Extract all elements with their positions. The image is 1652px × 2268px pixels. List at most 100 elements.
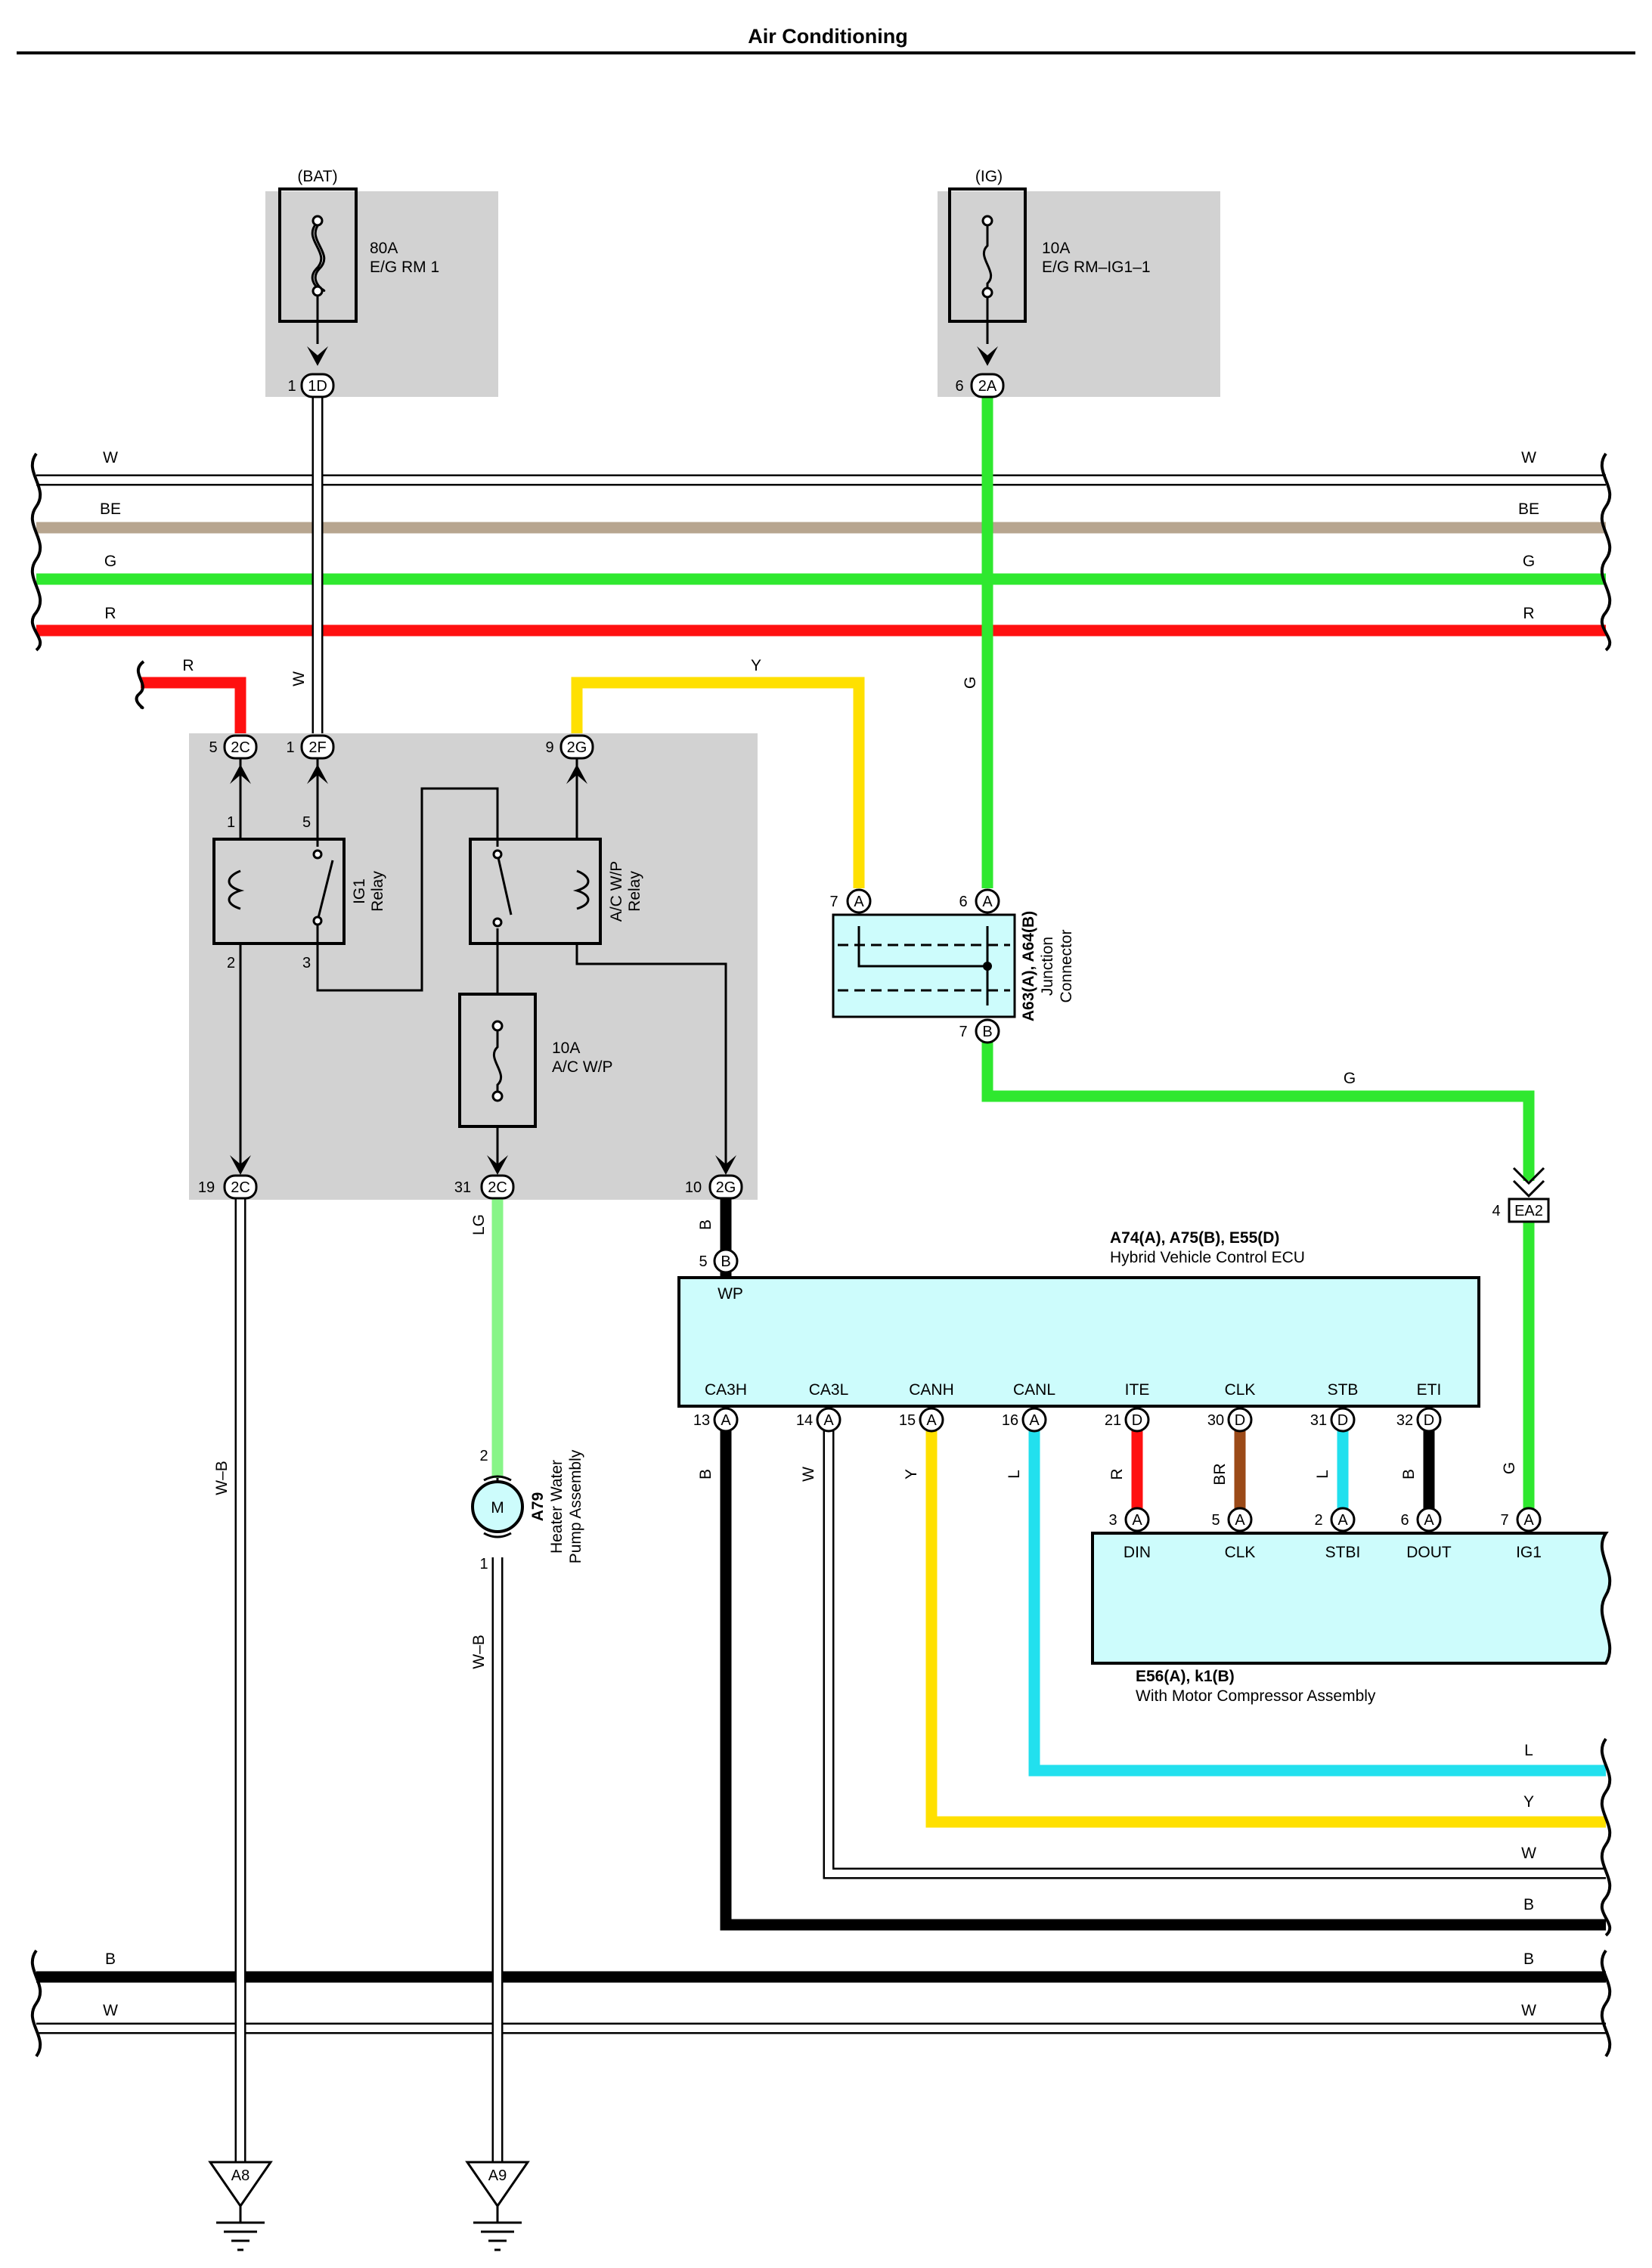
wire-label-right-w: W [1521,1845,1536,1862]
ecu-terminal-pin-eti: D [1416,1407,1442,1433]
bat-label: (BAT) [297,168,337,185]
ecu-id: A74(A), A75(B), E55(D) [1110,1229,1279,1247]
svg-text:A: A [1235,1512,1245,1529]
ecu-terminal-num-stb: 31 [1310,1412,1327,1429]
svg-text:2C: 2C [231,739,250,756]
ecu-terminal-label-ite: ITE [1125,1381,1150,1399]
wire-label-ecu-b: B [697,1469,714,1479]
ground-a9-label: A9 [488,2167,507,2184]
wire-label-b-wp: B [697,1219,714,1230]
compressor-terminal-num-clk: 5 [1211,1512,1220,1529]
compressor-terminal-label-din: DIN [1124,1544,1151,1561]
bus-label-be-left: BE [100,500,121,518]
acwp-relay-frame [469,838,602,945]
bus-break-right [1600,452,1612,652]
conn-2g-bottom-10-pin: 10 [685,1179,702,1196]
ground-a8-triangle [208,2161,273,2208]
right-bundle-break [1600,1737,1612,1937]
wire-label-wb-19: W–B [213,1461,231,1495]
wire-label-r-feed: R [182,657,194,674]
svg-text:A: A [926,1412,937,1429]
bat-fuse-box [265,191,498,397]
pump-pin-top: 2 [479,1448,488,1464]
acwp-fuse-element [492,1030,503,1093]
bus-label-g-right: G [1523,553,1535,570]
ecu-wp-label: WP [718,1285,743,1303]
compressor-terminal-pin-stbi: A [1330,1507,1356,1532]
ecu-terminal-pin-canl: A [1021,1407,1047,1433]
ecu-terminals: CA3HA13CA3LA14CANHA15CANLA16ITED21CLKD30… [693,1381,1442,1433]
svg-text:A: A [823,1412,834,1429]
ig-label: (IG) [975,168,1003,185]
ecu-terminal-label-ca3h: CA3H [705,1381,747,1399]
page-title: Air Conditioning [748,25,907,48]
bat-fuse-terminal-top [311,215,324,227]
wire-ecu-l [1028,1420,1606,1777]
wire-label-right-y: Y [1523,1793,1534,1811]
svg-text:2G: 2G [716,1179,736,1196]
svg-text:A: A [1337,1512,1348,1529]
pump-label-1: Heater Water [548,1460,566,1554]
ig1-relay-pin-2: 2 [227,955,235,971]
conn-2c-top: 2C [223,734,258,760]
junction-pin-a7-num: 7 [829,894,838,910]
compressor-terminal-label-dout: DOUT [1406,1544,1452,1561]
compressor-terminal-label-ig1: IG1 [1516,1544,1542,1561]
compressor-name: With Motor Compressor Assembly [1136,1687,1376,1705]
motor-compressor [1091,1532,1612,1665]
wire-y-feed [571,677,865,888]
ecu-terminal-pin-stb: D [1330,1407,1356,1433]
acwp-fuse-name: A/C W/P [552,1058,613,1076]
ground-a9-triangle [465,2161,530,2208]
ig1-relay-label-1: IG1 [351,878,368,904]
ig1-relay-switch-icon [316,860,334,922]
conn-ea2: EA2 [1508,1198,1550,1223]
conn-2g-top: 2G [559,734,594,760]
bus-label-b-bottom-left: B [105,1950,116,1968]
ground-a8-icon [215,2211,266,2251]
bus-break-bottom-right [1600,1949,1612,2058]
wire-g-junction-ea2 [981,1036,1535,1181]
svg-text:A: A [1132,1512,1142,1529]
wire-r-feed [141,677,246,733]
ecu-terminal-num-canl: 16 [1002,1412,1018,1429]
conn-2f-top-pin: 1 [286,739,294,756]
relay-block [189,733,758,1200]
junction-pin-b7-num: 7 [959,1024,967,1040]
acwp-fuse-frame [458,993,537,1128]
compressor-terminal-num-dout: 6 [1400,1512,1409,1529]
bus-label-w-left: W [103,449,118,466]
svg-text:EA2: EA2 [1514,1203,1543,1219]
acwp-relay-label-2: Relay [626,871,643,912]
compressor-terminal-label-stbi: STBI [1325,1544,1361,1561]
bat-fuse-terminal-bottom [311,285,324,297]
ig1-relay-pin-5: 5 [302,814,311,831]
svg-text:A: A [1424,1512,1434,1529]
conn-2c-bottom-31: 2C [480,1174,515,1200]
ecu-terminal-pin-canh: A [919,1407,944,1433]
svg-text:D: D [1132,1412,1142,1429]
wire-label-ecu-w: W [800,1467,817,1482]
pump-pin-bottom: 1 [479,1556,488,1572]
junction-label-1: Junction [1039,937,1056,996]
svg-text:2F: 2F [308,739,326,756]
compressor-id: E56(A), k1(B) [1136,1668,1235,1685]
ecu-terminal-num-eti: 32 [1396,1412,1413,1429]
ground-a8-label: A8 [231,2167,250,2184]
wire-label-right-l: L [1524,1742,1533,1759]
ecu-terminal-label-clk: CLK [1225,1381,1256,1399]
wire-r-break [135,660,145,710]
svg-text:A: A [1029,1412,1040,1429]
ecu-wp-pin-num: 5 [699,1253,707,1270]
acwp-relay-coil-icon [572,869,590,910]
junction-pin-b7: B [975,1018,1000,1044]
ecu-name: Hybrid Vehicle Control ECU [1110,1249,1305,1266]
conn-2f-top: 2F [300,734,335,760]
bus-label-w-bottom-right: W [1521,2002,1536,2019]
ecu-terminal-num-clk: 30 [1207,1412,1224,1429]
compressor-terminal-pin-din: A [1124,1507,1150,1532]
svg-text:B: B [721,1253,730,1270]
wire-label-comp-r: R [1108,1468,1126,1479]
